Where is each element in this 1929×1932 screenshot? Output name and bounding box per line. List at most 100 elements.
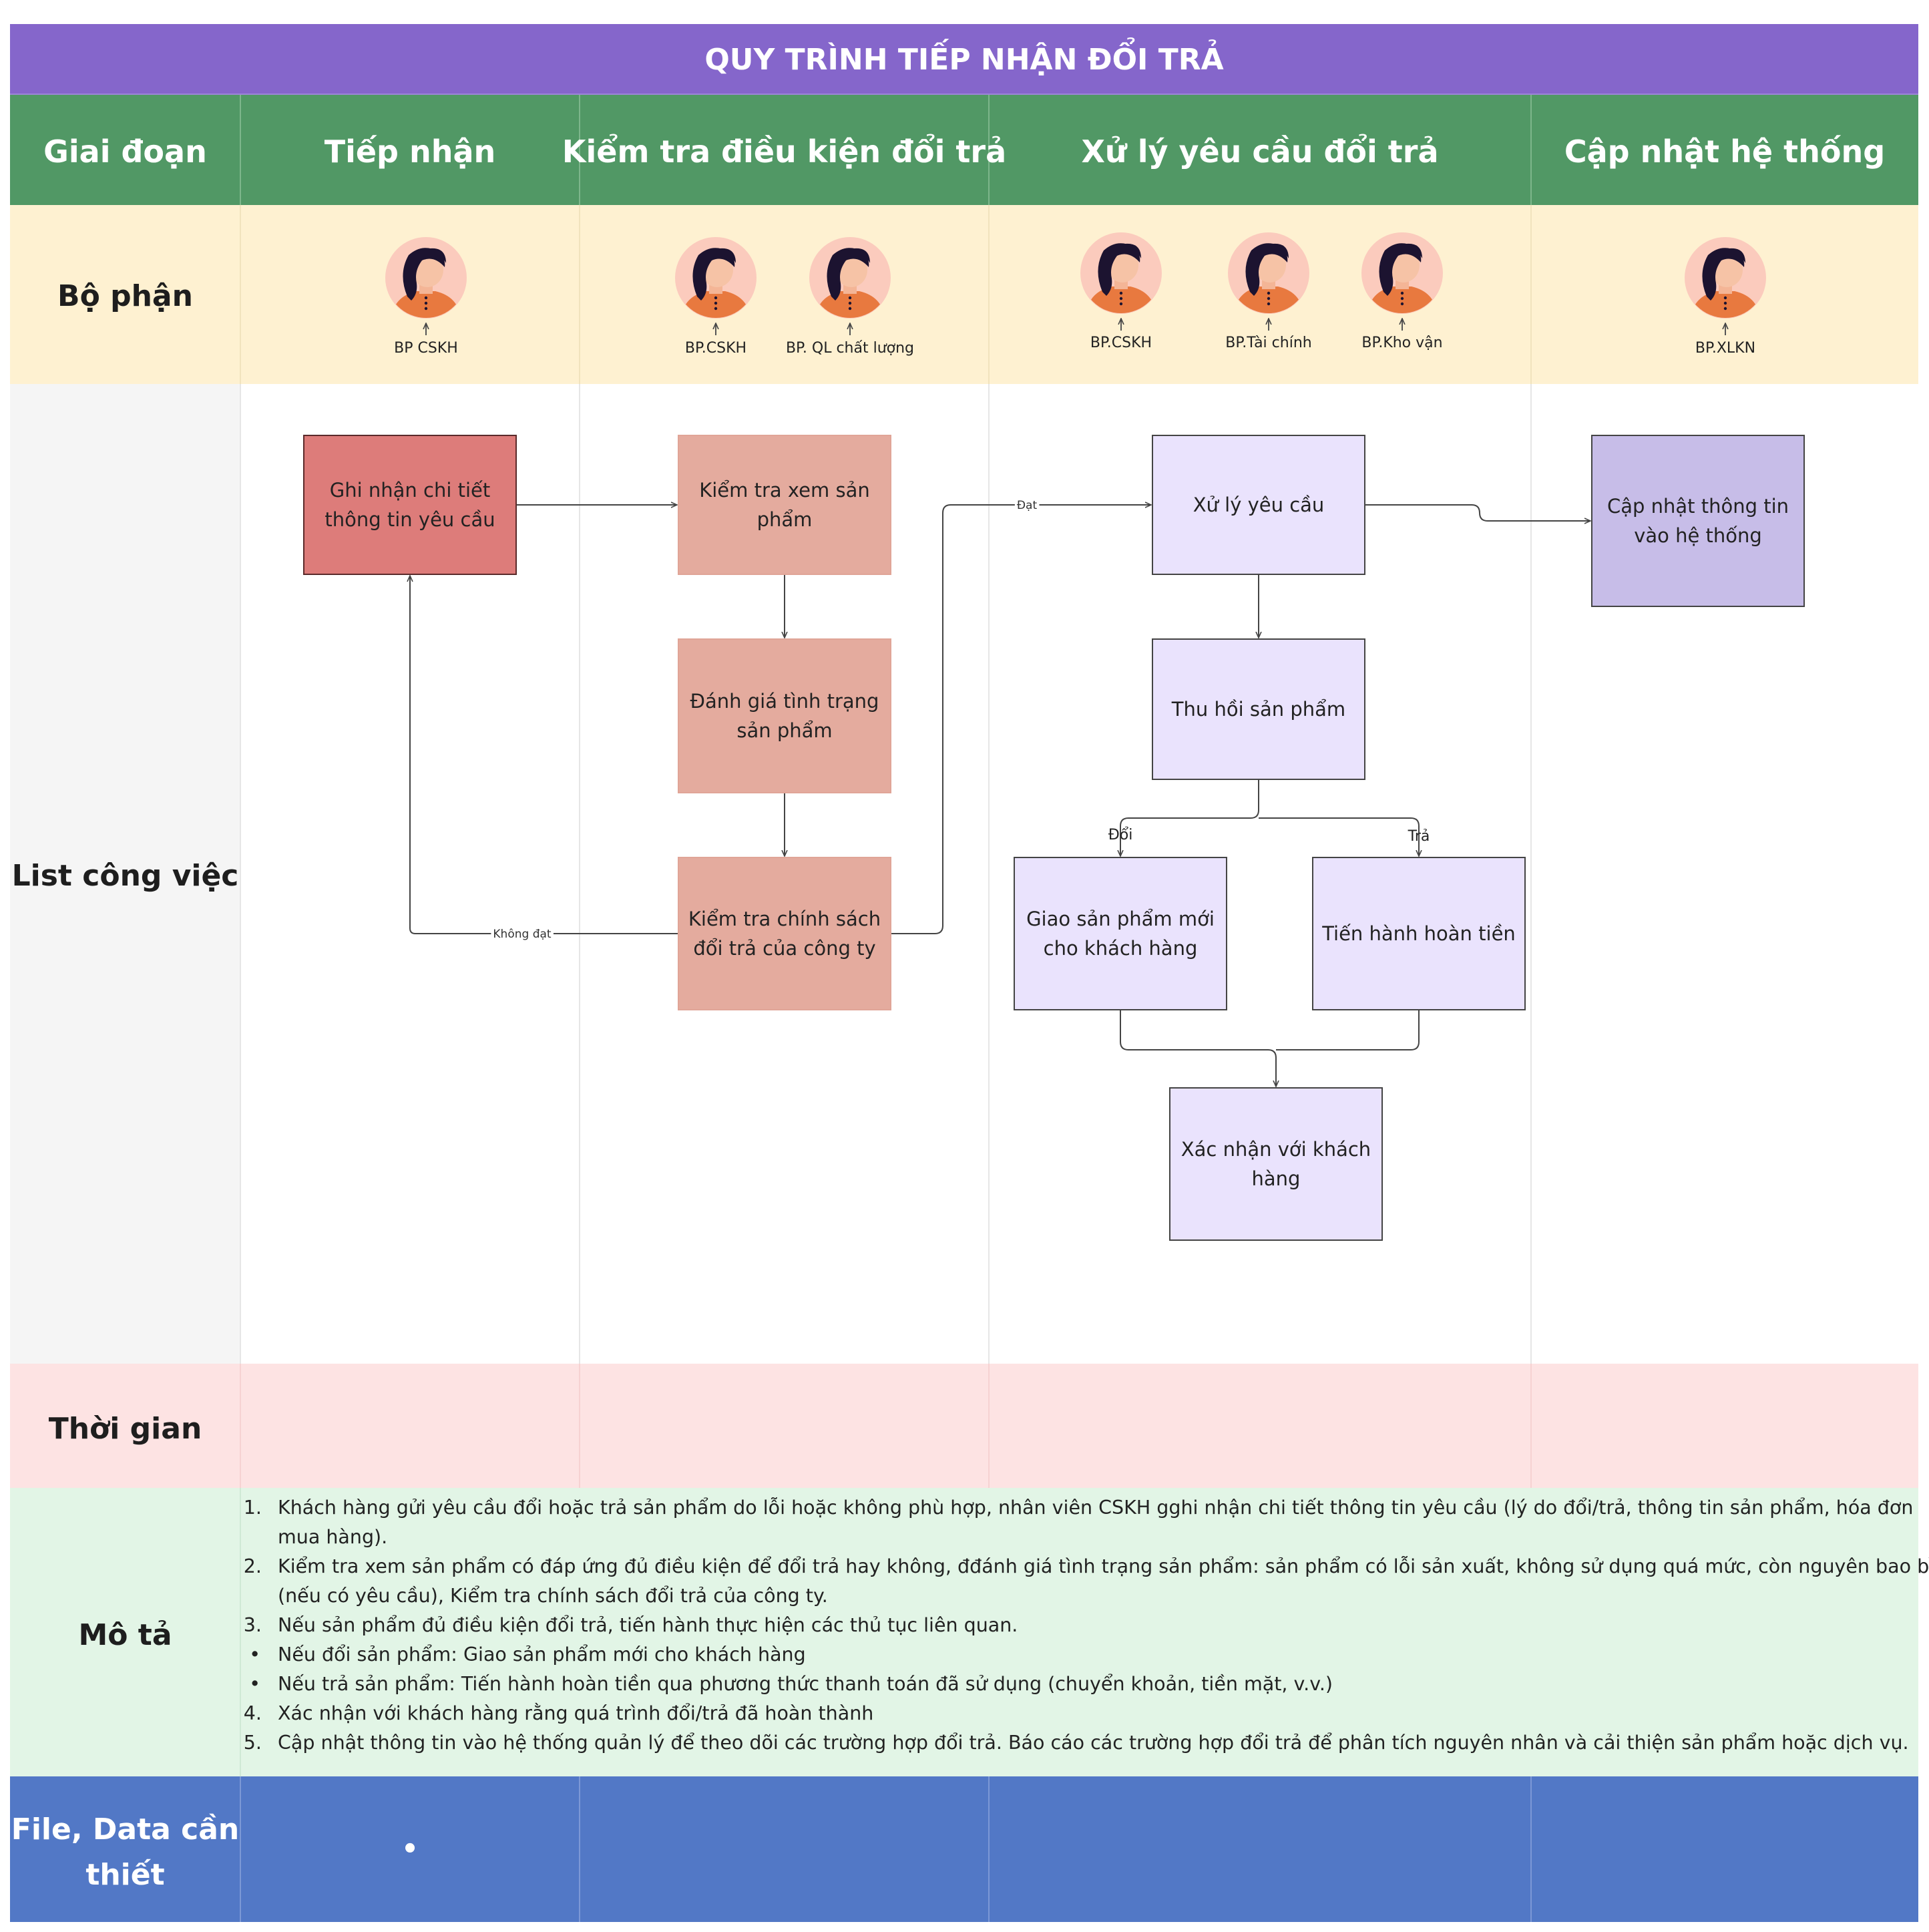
edge-line <box>1276 1010 1420 1050</box>
description-line: Cập nhật thông tin vào hệ thống quản lý … <box>278 1732 1909 1754</box>
edge-n4-n1: Không đạt <box>410 576 678 942</box>
edge-n5-n10 <box>1365 504 1590 521</box>
page-title: QUY TRÌNH TIẾP NHẬN ĐỔI TRẢ <box>704 37 1223 77</box>
tasks-label-cell <box>10 384 240 1364</box>
process-label: hàng <box>1252 1167 1301 1190</box>
description-line: Xác nhận với khách hàng rằng quá trình đ… <box>278 1702 873 1724</box>
edge-line <box>1120 779 1259 856</box>
edge-line <box>1120 1010 1276 1087</box>
process-box <box>678 435 891 575</box>
description-item-1: 1.Khách hàng gửi yêu cầu đổi hoặc trả sả… <box>244 1497 1914 1548</box>
edge-n7-n9 <box>1120 1010 1276 1087</box>
phase-header: Cập nhật hệ thống <box>1564 134 1885 170</box>
description-marker: 4. <box>244 1702 262 1724</box>
process-label: Ghi nhận chi tiết <box>330 479 491 502</box>
edge-label: Không đạt <box>493 928 552 941</box>
description-line: Nếu đổi sản phẩm: Giao sản phẩm mới cho … <box>278 1644 806 1666</box>
process-label: đổi trả của công ty <box>693 937 875 960</box>
files-row <box>10 1776 1918 1922</box>
process-label: Kiểm tra xem sản <box>699 479 870 502</box>
department-label: BP.XLKN <box>1695 340 1755 357</box>
description-marker: • <box>249 1644 260 1666</box>
process-label: sản phẩm <box>736 719 832 742</box>
description-item-2: 2. Kiểm tra xem sản phẩm có đáp ứng đủ đi… <box>244 1555 1929 1607</box>
description-line: Nếu sản phẩm đủ điều kiện đổi trả, tiến … <box>278 1614 1018 1636</box>
process-label: Giao sản phẩm mới <box>1026 908 1215 930</box>
description-marker: 3. <box>244 1614 262 1636</box>
department-label: BP.Kho vận <box>1361 335 1442 351</box>
description-marker: 1. <box>244 1497 262 1519</box>
process-node-n4: Kiểm tra chính sách đổi trả của công ty <box>678 857 891 1010</box>
process-box <box>1014 857 1227 1010</box>
person-avatar-icon <box>675 237 757 319</box>
phase-header: Kiểm tra điều kiện đổi trả <box>562 134 1006 170</box>
process-box <box>678 857 891 1010</box>
department-label: BP.CSKH <box>685 340 746 357</box>
process-box <box>1591 435 1805 607</box>
process-label: Xử lý yêu cầu <box>1193 494 1325 516</box>
department-row <box>10 205 1918 384</box>
process-label: thông tin yêu cầu <box>325 508 495 531</box>
process-box <box>1312 857 1526 1010</box>
edge-n6-n7: Đổi <box>1108 779 1259 856</box>
department-d6: BP.Kho vận <box>1361 232 1443 351</box>
edge-line <box>1259 817 1419 856</box>
edge-line <box>891 505 1151 934</box>
phase-header: Tiếp nhận <box>325 134 496 170</box>
description-row <box>10 1488 1918 1776</box>
description-item-6: 4. Xác nhận với khách hàng rằng quá trình… <box>244 1702 874 1724</box>
process-label: phẩm <box>757 508 813 531</box>
description-item-3: 3. Nếu sản phẩm đủ điều kiện đổi trả, tiế… <box>244 1614 1018 1636</box>
description-marker: 2. <box>244 1555 262 1577</box>
department-d4: BP.CSKH <box>1080 232 1162 351</box>
department-d3: BP. QL chất lượng <box>786 237 914 357</box>
edge-n8-n9 <box>1276 1010 1420 1050</box>
edge-label: Trả <box>1408 828 1430 845</box>
description-item-4: • Nếu đổi sản phẩm: Giao sản phẩm mới cho… <box>249 1644 806 1666</box>
description-item-5: • Nếu trả sản phẩm: Tiến hành hoàn tiền q… <box>249 1673 1333 1695</box>
time-row <box>10 1364 1918 1488</box>
process-node-n9: Xác nhận với khách hàng <box>1169 1087 1383 1241</box>
person-avatar-icon <box>385 237 467 319</box>
department-label: BP. QL chất lượng <box>786 340 914 357</box>
person-avatar-icon <box>809 237 891 319</box>
process-label: vào hệ thống <box>1634 524 1762 547</box>
process-box <box>678 638 891 793</box>
description-line: (nếu có yêu cầu), Kiểm tra chính sách đổ… <box>278 1585 828 1607</box>
description-line: Kiểm tra xem sản phẩm có đáp ứng đủ điều… <box>278 1555 1929 1577</box>
process-node-n1: Ghi nhận chi tiết thông tin yêu cầu <box>303 435 517 575</box>
department-d2: BP.CSKH <box>675 237 757 357</box>
process-box <box>303 435 517 575</box>
department-label: BP CSKH <box>394 340 458 357</box>
process-label: Xác nhận với khách <box>1181 1138 1371 1161</box>
edge-line <box>410 576 678 934</box>
row-label-files: File, Data cần <box>11 1812 239 1847</box>
department-label: BP.Tài chính <box>1225 335 1311 351</box>
person-avatar-icon <box>1685 237 1766 319</box>
description-marker: 5. <box>244 1732 262 1754</box>
edge-label: Đổi <box>1108 827 1133 843</box>
process-box <box>1152 638 1365 780</box>
edge-label: Đạt <box>1017 499 1038 512</box>
person-avatar-icon <box>1080 232 1162 314</box>
process-node-n2: Kiểm tra xem sản phẩm <box>678 435 891 575</box>
description-line: Nếu trả sản phẩm: Tiến hành hoàn tiền qu… <box>278 1673 1333 1695</box>
process-label: Tiến hành hoàn tiền <box>1321 922 1516 945</box>
row-label-time: Thời gian <box>49 1412 202 1446</box>
description-line: mua hàng). <box>278 1526 387 1548</box>
department-label: BP.CSKH <box>1090 335 1152 351</box>
process-node-n5: Xử lý yêu cầu <box>1152 435 1365 575</box>
department-d5: BP.Tài chính <box>1225 232 1312 351</box>
row-label-description: Mô tả <box>78 1618 172 1652</box>
process-label: Kiểm tra chính sách <box>688 908 881 930</box>
row-label-departments: Bộ phận <box>57 279 193 313</box>
stage-header: Giai đoạn <box>43 134 207 170</box>
edge-label-bg <box>491 927 554 942</box>
description-marker: • <box>249 1673 260 1695</box>
description-item-7: 5. Cập nhật thông tin vào hệ thống quản l… <box>244 1732 1909 1754</box>
process-box <box>1152 435 1365 575</box>
